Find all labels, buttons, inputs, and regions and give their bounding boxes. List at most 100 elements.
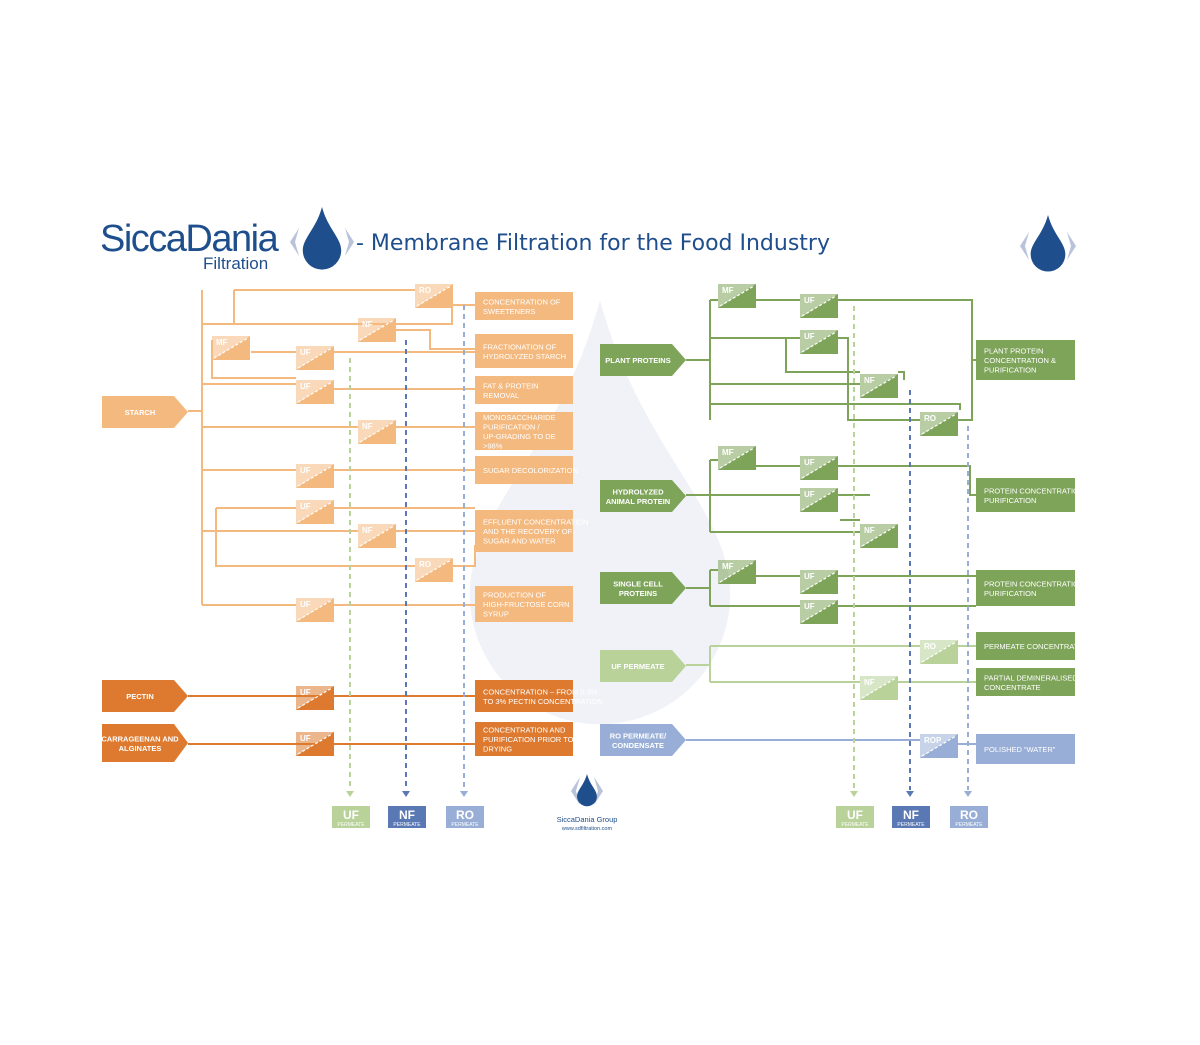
- source-roperm: RO PERMEATE/CONDENSATE: [600, 724, 686, 756]
- source-pectin-shape: [102, 680, 188, 712]
- footer-group-name: SiccaDania Group: [557, 815, 618, 824]
- unit-uf-20-membrane: [801, 489, 837, 511]
- left-ro-arrow: [460, 791, 468, 797]
- output-partial-label-line: CONCENTRATE: [984, 683, 1041, 692]
- legend-right-uf-caption: PERMEATE: [841, 822, 869, 828]
- output-plantout-box: [976, 340, 1075, 380]
- source-starch-shape: [102, 396, 188, 428]
- output-effl-label-line: AND THE RECOVERY OF: [483, 527, 573, 536]
- unit-ro-25-label: RO: [924, 642, 936, 651]
- output-mono-box: [475, 412, 573, 450]
- unit-ro-25: RO: [920, 640, 958, 664]
- unit-uf-23-label: UF: [804, 572, 815, 581]
- unit-nf-16-label: NF: [864, 376, 875, 385]
- unit-uf-15-label: UF: [804, 332, 815, 341]
- output-animalout: PROTEIN CONCENTRATION &PURIFICATION: [976, 478, 1091, 512]
- output-fract-label-line: HYDROLYZED STARCH: [483, 352, 566, 361]
- unit-rop-27-membrane: [921, 735, 957, 757]
- output-fract-box: [475, 334, 573, 368]
- legend-left-nf-label: NF: [399, 808, 415, 822]
- output-hfcs-label-line: HIGH-FRUCTOSE CORN: [483, 600, 570, 609]
- unit-nf-5-membrane: [359, 421, 395, 443]
- logo-chevron-left: [290, 228, 299, 256]
- legend-left-nf-caption: PERMEATE: [393, 822, 421, 828]
- output-effl-box: [475, 510, 573, 552]
- output-sweet-label-line: CONCENTRATION OF: [483, 297, 561, 306]
- output-mono-label-line: >98%: [483, 441, 503, 450]
- unit-nf-21-label: NF: [864, 526, 875, 535]
- unit-ro-17-membrane: [921, 413, 957, 435]
- output-decol-label-line: SUGAR DECOLORIZATION: [483, 466, 578, 475]
- source-carrageenan-label-line: CARRAGEENAN AND: [101, 734, 179, 743]
- output-plantout-label-line: PLANT PROTEIN: [984, 347, 1043, 356]
- unit-ro-0-membrane: [416, 285, 452, 307]
- output-fat-label-line: FAT & PROTEIN: [483, 381, 539, 390]
- unit-mf-2-label: MF: [216, 338, 228, 347]
- unit-uf-3: UF: [296, 346, 334, 370]
- unit-mf-18: MF: [718, 446, 756, 470]
- output-decol: SUGAR DECOLORIZATION: [475, 456, 578, 484]
- unit-mf-18-label: MF: [722, 448, 734, 457]
- output-polished-box: [976, 734, 1075, 764]
- row-nf-fract-out: [396, 329, 475, 350]
- unit-nf-1-membrane: [359, 319, 395, 341]
- unit-uf-14: UF: [800, 294, 838, 318]
- legend-left-ro-label: RO: [456, 808, 474, 822]
- unit-uf-24-label: UF: [804, 602, 815, 611]
- output-fat-label-line: REMOVAL: [483, 391, 519, 400]
- unit-uf-12: UF: [296, 732, 334, 756]
- unit-nf-8: NF: [358, 524, 396, 548]
- output-partial-box: [976, 668, 1075, 696]
- legend-left-uf-caption: PERMEATE: [337, 822, 365, 828]
- plant-ro-out: [958, 359, 976, 421]
- output-pectinout-box: [475, 680, 573, 712]
- legend-left-uf-box: [332, 806, 370, 828]
- unit-ro-9-membrane: [416, 559, 452, 581]
- source-animal-shape: [600, 480, 686, 512]
- unit-uf-4-label: UF: [300, 382, 311, 391]
- unit-nf-26: NF: [860, 676, 898, 700]
- source-cell-label-line: SINGLE CELL: [613, 579, 663, 588]
- legend-right-ro-label: RO: [960, 808, 978, 822]
- output-mono-label-line: MONOSACCHARIDE: [483, 413, 556, 422]
- unit-nf-5: NF: [358, 420, 396, 444]
- source-ufperm-label-line: UF PERMEATE: [611, 662, 664, 671]
- output-pectinout-label-line: TO 3% PECTIN CONCENTRATION: [483, 697, 603, 706]
- unit-ro-17-label: RO: [924, 414, 936, 423]
- unit-ro-9-label: RO: [419, 560, 431, 569]
- unit-uf-7-membrane: [297, 501, 333, 523]
- unit-nf-26-membrane: [861, 677, 897, 699]
- output-permconc-box: [976, 632, 1075, 660]
- output-hfcs-box: [475, 586, 573, 622]
- unit-mf-22-label: MF: [722, 562, 734, 571]
- footer-url: www.sdfiltration.com: [561, 826, 613, 832]
- corner-chevron-right: [1067, 232, 1076, 260]
- unit-ro-9: RO: [415, 558, 453, 582]
- plant-uf1-out: [838, 299, 973, 360]
- output-plantout-label-line: CONCENTRATION &: [984, 356, 1056, 365]
- unit-mf-2-membrane: [213, 337, 249, 359]
- right-ro-arrow: [964, 791, 972, 797]
- source-carrageenan-shape: [102, 724, 188, 762]
- legend-right-uf-label: UF: [847, 808, 863, 822]
- unit-uf-15-membrane: [801, 331, 837, 353]
- unit-uf-23-membrane: [801, 571, 837, 593]
- unit-uf-4-membrane: [297, 381, 333, 403]
- unit-nf-8-membrane: [359, 525, 395, 547]
- output-cellout-label-line: PROTEIN CONCENTRATION &: [984, 579, 1091, 588]
- logo-droplet-icon: [302, 207, 342, 270]
- source-starch: STARCH: [102, 396, 188, 428]
- unit-uf-11-label: UF: [300, 688, 311, 697]
- output-sweet-label-line: SWEETENERS: [483, 307, 536, 316]
- unit-nf-26-label: NF: [864, 678, 875, 687]
